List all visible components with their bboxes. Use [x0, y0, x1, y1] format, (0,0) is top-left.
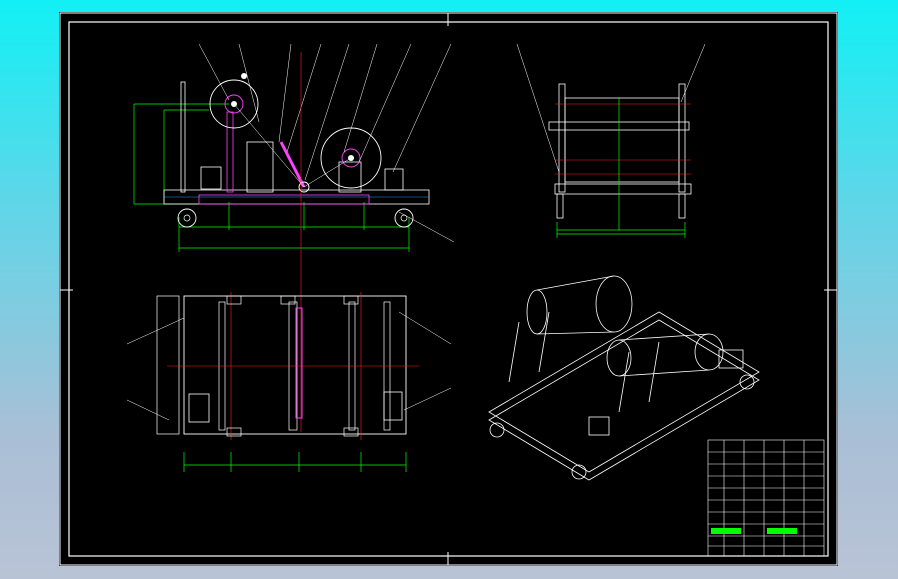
isometric-view [488, 275, 760, 481]
plan-view [126, 292, 452, 472]
title-block [707, 439, 825, 557]
outer-frame [59, 12, 838, 566]
cad-drawing [59, 12, 838, 566]
front-view [133, 43, 455, 432]
side-view [516, 43, 706, 238]
drawing-sheet [59, 12, 838, 566]
center-marks [60, 13, 837, 565]
